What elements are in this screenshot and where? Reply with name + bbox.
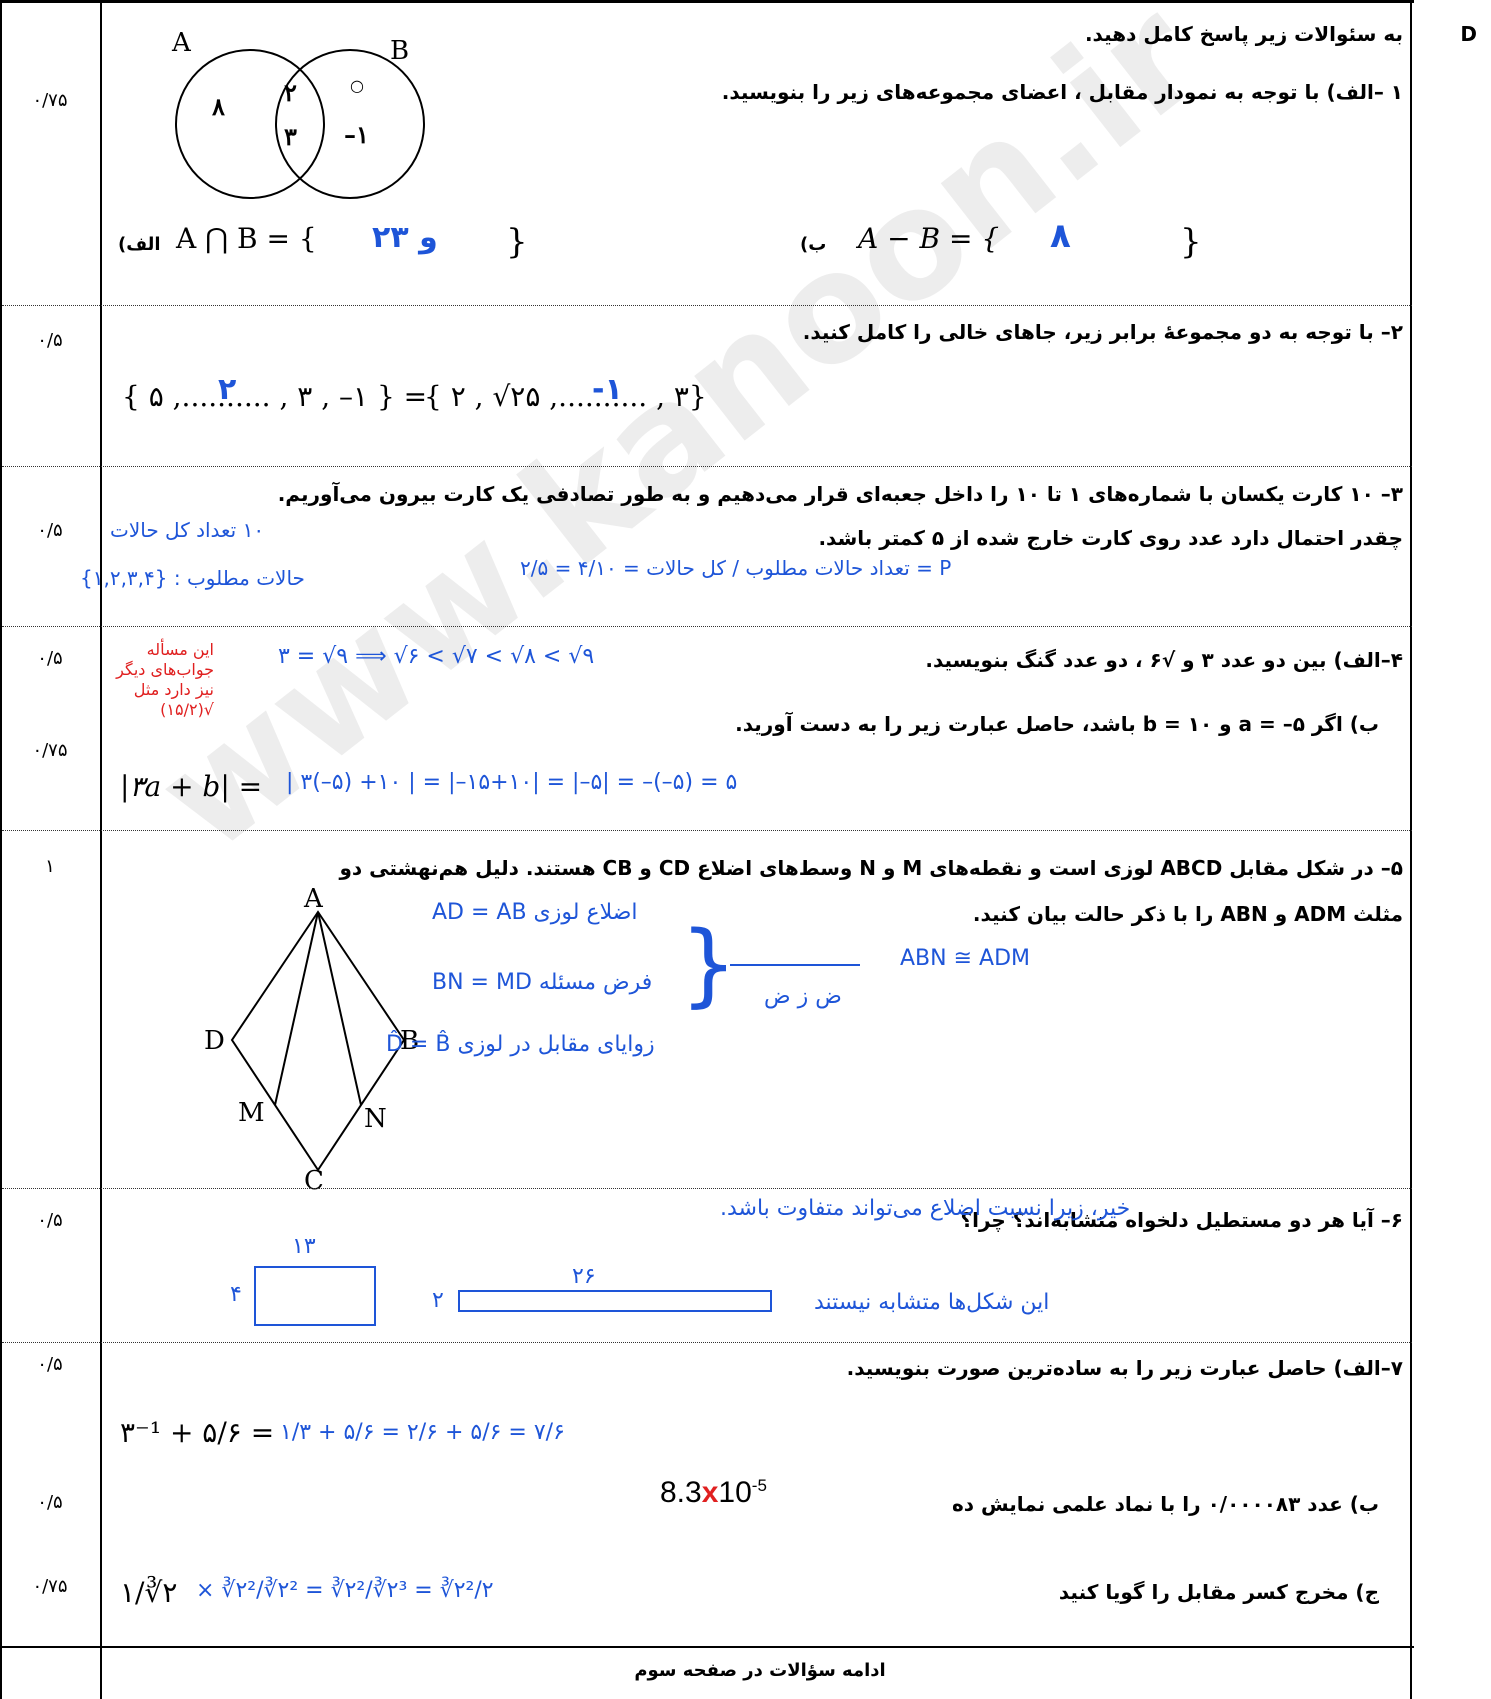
q7-score-b: ۰/۵ bbox=[37, 1492, 63, 1513]
fig-label-b: B bbox=[400, 1026, 420, 1056]
q7-text-c: ج) مخرج کسر مقابل را گویا کنید bbox=[1058, 1580, 1379, 1604]
q1-part-be-answer: ۸ bbox=[1050, 216, 1071, 256]
q6-rect2-width: ۲۶ bbox=[572, 1264, 596, 1289]
q7-text-b: ب) عدد ۰/۰۰۰۰۸۳ را با نماد علمی نمایش ده bbox=[951, 1492, 1379, 1516]
q1-text: ۱ –الف) با توجه به نمودار مقابل ، اعضای … bbox=[721, 80, 1403, 104]
venn-label-a: A bbox=[172, 28, 191, 58]
q4-expr-b: |۳a + b| = bbox=[120, 770, 263, 803]
q4-text-b: ب) اگر a = –۵ و b = ۱۰ باشد، حاصل عبارت … bbox=[735, 712, 1379, 736]
q1-score: ۰/۷۵ bbox=[32, 90, 68, 111]
q5-hand-result: ABN ≅ ADM bbox=[900, 946, 1030, 971]
q1-part-alef-label: الف) bbox=[118, 234, 161, 255]
rhombus-figure bbox=[230, 910, 406, 1172]
left-border bbox=[0, 0, 2, 1699]
q3-hand-total: ۱۰ تعداد کل حالات bbox=[110, 518, 265, 542]
q1-part-alef-close: } bbox=[506, 222, 528, 262]
q4-score-b: ۰/۷۵ bbox=[32, 740, 68, 761]
q3-line1: ۳– ۱۰ کارت یکسان با شماره‌های ۱ تا ۱۰ را… bbox=[277, 482, 1403, 506]
label-column-divider bbox=[1410, 0, 1412, 1699]
q2-answer-right: -۱ bbox=[592, 372, 623, 407]
q6-hand-answer: خیر، زیرا نسبت اضلاع می‌تواند متفاوت باش… bbox=[720, 1196, 1131, 1221]
section-letter: D bbox=[1460, 22, 1477, 46]
separator bbox=[2, 830, 1412, 831]
q7-answer-b-power: 10 bbox=[718, 1476, 752, 1509]
fig-label-c: C bbox=[304, 1166, 324, 1196]
venn-both-top: ۲ bbox=[284, 78, 297, 107]
venn-both-bottom: ۳ bbox=[284, 122, 297, 151]
q7-hand-c: × ∛۲²/∛۲² = ∛۲²/∛۲³ = ∛۲²/۲ bbox=[196, 1578, 494, 1603]
section-instruction: به سئوالات زیر پاسخ کامل دهید. bbox=[1084, 22, 1403, 46]
venn-only-b-bottom: –۱ bbox=[344, 120, 369, 149]
q1-part-be-close: } bbox=[1180, 222, 1202, 262]
q2-score: ۰/۵ bbox=[37, 330, 63, 351]
separator bbox=[2, 466, 1412, 467]
q6-rect1-width: ۱۳ bbox=[292, 1234, 316, 1259]
score-column-divider bbox=[100, 0, 102, 1699]
q2-text: ۲– با توجه به دو مجموعهٔ برابر زیر، جاها… bbox=[802, 320, 1403, 344]
venn-only-b-top: ○ bbox=[350, 76, 364, 95]
q4-hand-b: | ۳(–۵) +۱۰ | = |–۱۵+۱۰| = |–۵| = –(–۵) … bbox=[286, 770, 738, 795]
q6-hand-note: این شکل‌ها متشابه نیستند bbox=[814, 1290, 1050, 1315]
q1-part-alef-answer: ۲و ۳ bbox=[372, 220, 438, 255]
q1-part-alef-expr: A ⋂ B = { bbox=[176, 222, 317, 255]
venn-only-a: ۸ bbox=[212, 92, 225, 121]
fig-label-a: A bbox=[304, 884, 323, 914]
footer-text: ادامه سؤالات در صفحه سوم bbox=[634, 1660, 886, 1681]
venn-diagram bbox=[175, 49, 425, 199]
q6-rect-2 bbox=[458, 1290, 772, 1312]
q6-score: ۰/۵ bbox=[37, 1210, 63, 1231]
q5-arrow bbox=[730, 964, 860, 966]
q4-hand-note: این مسأله جواب‌های دیگر نیز دارد مثل √(۱… bbox=[116, 640, 214, 719]
q7-score-a: ۰/۵ bbox=[37, 1354, 63, 1375]
q5-hand-3: زوایای مقابل در لوزی D̂ = B̂ bbox=[386, 1032, 655, 1057]
q1-part-be-expr: A − B = { bbox=[858, 222, 1000, 255]
q4-text-a: ۴–الف) بین دو عدد ۳ و √۶ ، دو عدد گنگ بن… bbox=[925, 648, 1403, 672]
q1-part-be-label: ب) bbox=[800, 234, 827, 255]
fig-label-m: M bbox=[238, 1098, 265, 1128]
q7-expr-a: ۳⁻¹ + ۵/۶ = bbox=[120, 1416, 275, 1449]
q2-left-set: { ۵ ,.......... , ۳ , –۱ } = bbox=[122, 380, 428, 413]
q7-expr-c: ۱/∛۲ bbox=[120, 1576, 178, 1609]
q4-hand-a: ۳ = √۹ ⟹ √۶ < √۷ < √۸ < √۹ bbox=[278, 644, 595, 669]
q5-hand-2: فرض مسئله BN = MD bbox=[432, 970, 653, 995]
q5-line2: مثلث ADM و ABN را با ذکر حالت بیان کنید. bbox=[972, 902, 1403, 926]
fig-label-n: N bbox=[364, 1104, 387, 1134]
q5-brace: } bbox=[680, 912, 738, 1017]
separator bbox=[2, 305, 1412, 306]
q5-hand-1: اضلاع لوزی AD = AB bbox=[432, 900, 638, 925]
q7-answer-b-mantissa: 8.3 bbox=[660, 1476, 702, 1509]
q7-hand-a: ۱/۳ + ۵/۶ = ۲/۶ + ۵/۶ = ۷/۶ bbox=[280, 1420, 565, 1445]
q5-hand-case: ض ز ض bbox=[764, 984, 842, 1009]
fig-label-d: D bbox=[204, 1026, 225, 1056]
q5-score: ۱ bbox=[45, 856, 55, 877]
q6-rect1-height: ۴ bbox=[230, 1282, 242, 1307]
venn-label-b: B bbox=[390, 36, 410, 66]
separator bbox=[2, 1342, 1412, 1343]
q7-answer-b: 8.3x10-5 bbox=[660, 1476, 767, 1510]
q6-text: ۶– آیا هر دو مستطیل دلخواه متشابه‌اند؟ چ… bbox=[960, 1208, 1403, 1232]
q6-rect2-height: ۲ bbox=[432, 1288, 444, 1313]
q3-score: ۰/۵ bbox=[37, 520, 63, 541]
q7-answer-b-mark: x bbox=[701, 1476, 719, 1509]
footer-rule bbox=[0, 1646, 1414, 1648]
separator bbox=[2, 1188, 1412, 1189]
q5-line1: ۵– در شکل مقابل ABCD لوزی است و نقطه‌های… bbox=[339, 856, 1404, 880]
q3-hand-formula: P = تعداد حالات مطلوب / کل حالات = ۴/۱۰ … bbox=[520, 556, 952, 580]
q2-answer-left: ۲ bbox=[218, 372, 237, 407]
table-frame bbox=[0, 0, 1414, 3]
separator bbox=[2, 626, 1412, 627]
q7-text-a: ۷–الف) حاصل عبارت زیر را به ساده‌ترین صو… bbox=[846, 1356, 1403, 1380]
q4-score-a: ۰/۵ bbox=[37, 648, 63, 669]
q7-score-c: ۰/۷۵ bbox=[32, 1576, 68, 1597]
q6-rect-1 bbox=[254, 1266, 376, 1326]
q3-hand-favorable: حالات مطلوب : {۱,۲,۳,۴} bbox=[80, 566, 305, 590]
q3-line2: چقدر احتمال دارد عدد روی کارت خارج شده ا… bbox=[818, 526, 1403, 550]
q7-answer-b-exp: -5 bbox=[751, 1476, 767, 1495]
q2-right-set: { ۲ , √۲۵ ,.......... , ۳} bbox=[424, 380, 707, 413]
